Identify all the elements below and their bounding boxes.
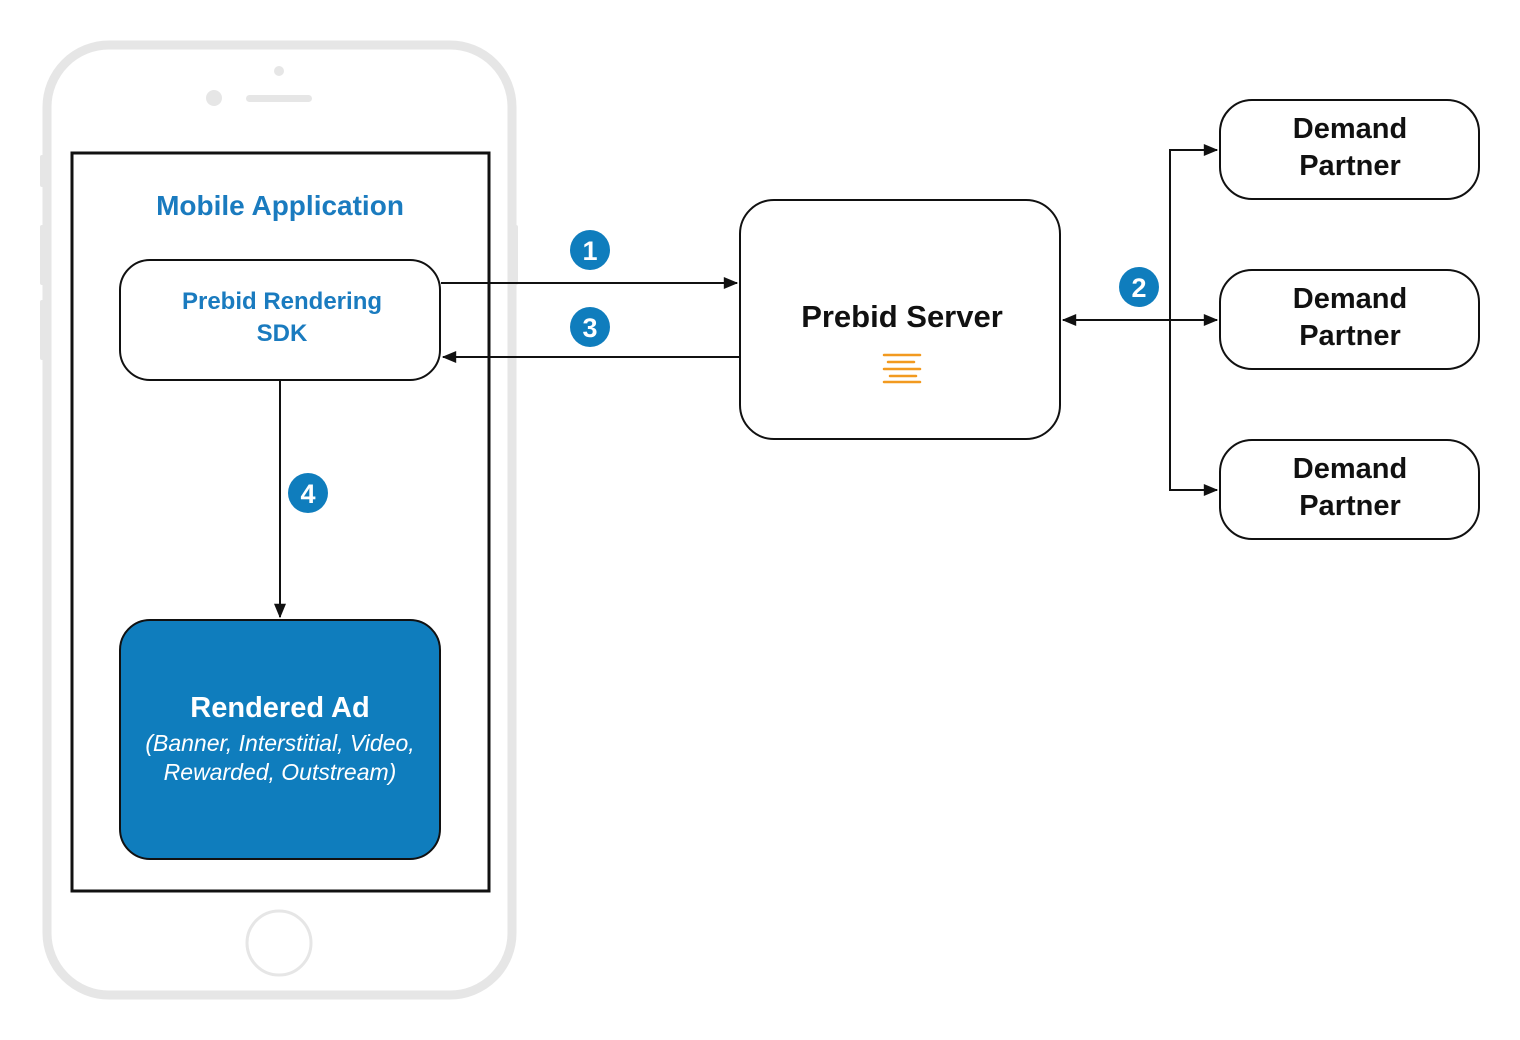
arrow-server-to-partner-3	[1169, 320, 1219, 496]
step-badge-2: 2	[1119, 267, 1159, 307]
sdk-label-line2: SDK	[257, 320, 308, 347]
step-badge-4: 4	[288, 473, 328, 513]
demand-partner-2-border	[1219, 269, 1480, 370]
phone-speaker	[246, 95, 312, 102]
demand-partner-3-line1: Demand	[1293, 453, 1407, 485]
rendered-ad-box-fill	[119, 619, 441, 860]
demand-partner-1-line2: Partner	[1299, 150, 1401, 182]
demand-partner-1-line1: Demand	[1293, 113, 1407, 145]
phone-sensor-icon	[206, 90, 222, 106]
phone-camera-icon	[274, 66, 284, 76]
step-badge-1: 1	[570, 230, 610, 270]
demand-partner-3-border	[1219, 439, 1480, 540]
sdk-box: Prebid Rendering SDK	[119, 259, 441, 381]
prebid-server-box-border	[739, 199, 1061, 440]
demand-partner-3-line2: Partner	[1299, 490, 1401, 522]
step-badge-2-circle	[1119, 267, 1159, 307]
demand-partner-2: Demand Partner	[1219, 269, 1480, 370]
prebid-server-box: Prebid Server	[739, 199, 1061, 440]
sdk-label-line1: Prebid Rendering	[182, 288, 382, 315]
step-badge-4-circle	[288, 473, 328, 513]
sdk-box-border	[119, 259, 441, 381]
phone-home-button	[245, 909, 313, 977]
prebid-server-icon	[882, 353, 922, 384]
step-badge-3-number: 3	[582, 313, 597, 343]
rendered-ad-box: Rendered Ad (Banner, Interstitial, Video…	[119, 619, 441, 860]
rendered-ad-title: Rendered Ad	[190, 692, 369, 724]
step-badge-2-number: 2	[1131, 273, 1146, 303]
step-badge-1-number: 1	[582, 236, 597, 266]
step-badge-1-circle	[570, 230, 610, 270]
prebid-server-title: Prebid Server	[801, 299, 1003, 334]
rendered-ad-subtitle-line2: Rewarded, Outstream)	[164, 759, 397, 785]
arrow-server-to-partner-1	[1169, 144, 1219, 320]
rendered-ad-subtitle-line1: (Banner, Interstitial, Video,	[145, 730, 414, 756]
mobile-application-title: Mobile Application	[156, 190, 404, 221]
demand-partner-2-line2: Partner	[1299, 320, 1401, 352]
demand-partner-1: Demand Partner	[1219, 99, 1480, 200]
demand-partner-3: Demand Partner	[1219, 439, 1480, 540]
demand-partner-1-border	[1219, 99, 1480, 200]
step-badge-4-number: 4	[300, 479, 315, 509]
step-badge-3: 3	[570, 307, 610, 347]
demand-partner-2-line1: Demand	[1293, 283, 1407, 315]
step-badge-3-circle	[570, 307, 610, 347]
